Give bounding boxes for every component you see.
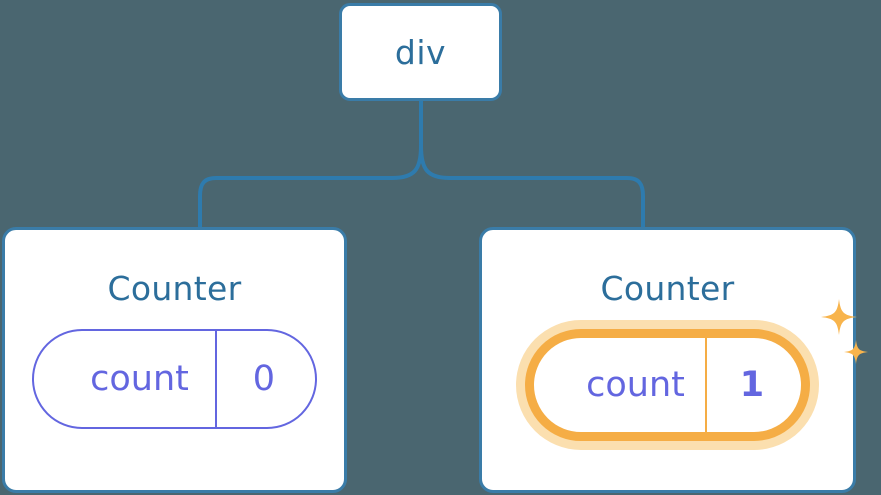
node-counter-left[interactable]: Counter count 0 xyxy=(2,227,347,493)
node-counter-left-title: Counter xyxy=(107,269,242,308)
state-pill-left-value-text: 0 xyxy=(252,358,276,399)
state-pill-right-body: count 1 xyxy=(525,329,810,441)
state-pill-left-body: count 0 xyxy=(32,329,317,429)
state-pill-right-value: 1 xyxy=(704,338,801,432)
node-div[interactable]: div xyxy=(339,3,502,101)
state-pill-left-key-text: count xyxy=(90,358,189,399)
state-pill-left-value: 0 xyxy=(214,331,315,427)
state-pill-left-key: count xyxy=(34,331,215,427)
connector-to-left-counter xyxy=(198,144,423,230)
state-pill-right[interactable]: count 1 xyxy=(525,299,868,441)
node-counter-right[interactable]: Counter count 1 xyxy=(479,227,868,493)
state-pill-right-value-text: 1 xyxy=(739,364,765,405)
state-pill-left[interactable]: count 0 xyxy=(32,329,317,429)
node-div-title: div xyxy=(394,32,447,72)
node-counter-right-title: Counter xyxy=(600,269,735,308)
connector-to-right-counter xyxy=(419,144,645,230)
sparkle-icon xyxy=(820,299,857,335)
state-pill-right-key-text: count xyxy=(586,364,685,405)
state-pill-right-key: count xyxy=(534,338,705,432)
